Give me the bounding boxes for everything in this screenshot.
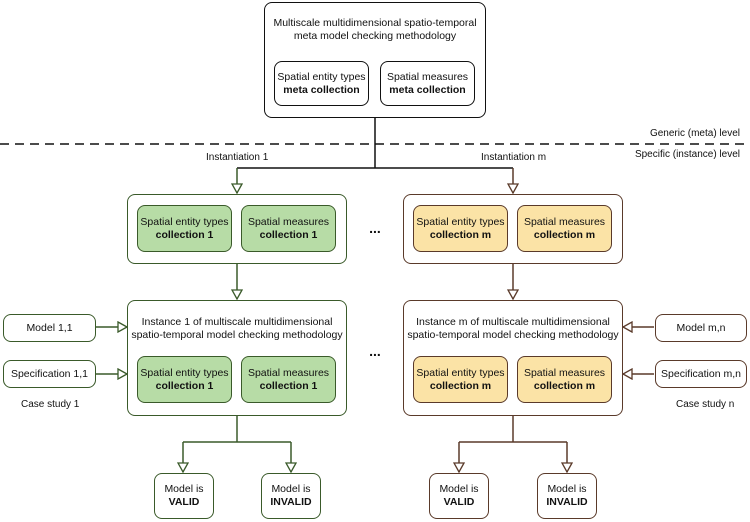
instance-1-box: Instance 1 of multiscale multidimensiona…	[127, 300, 347, 416]
instance-m-measures-box: Spatial measures collection m	[517, 356, 612, 403]
case-study-n-label: Case study n	[676, 399, 735, 410]
specification-1-1-label: Specification 1,1	[10, 368, 89, 380]
instance-m-entity-line1: Spatial entity types	[416, 367, 505, 379]
result-1-invalid-line1: Model is	[271, 483, 311, 495]
result-m-invalid-box: Model is INVALID	[537, 473, 597, 519]
meta-methodology-box: Multiscale multidimensional spatio-tempo…	[264, 2, 486, 118]
result-m-invalid-line2: INVALID	[546, 496, 588, 508]
ellipsis-middle: ...	[369, 343, 381, 359]
collection-m-measures-line2: collection m	[533, 229, 596, 241]
collection-1-measures-line1: Spatial measures	[247, 216, 330, 228]
meta-title-line1: Multiscale multidimensional spatio-tempo…	[273, 17, 477, 29]
meta-entity-line1: Spatial entity types	[277, 71, 366, 83]
instance-m-line2: spatio-temporal model checking methodolo…	[407, 329, 619, 341]
result-m-valid-line2: VALID	[443, 496, 475, 508]
collection-m-entity-line2: collection m	[429, 229, 492, 241]
result-m-valid-box: Model is VALID	[429, 473, 489, 519]
instantiation-m-label: Instantiation m	[481, 152, 547, 163]
meta-title-line2: meta model checking methodology	[293, 30, 457, 42]
specification-m-n-box: Specification m,n	[655, 360, 747, 388]
instance-1-entity-types-box: Spatial entity types collection 1	[137, 356, 232, 403]
meta-entity-types-box: Spatial entity types meta collection	[274, 61, 369, 106]
instance-1-line2: spatio-temporal model checking methodolo…	[131, 329, 343, 341]
instance-m-line1: Instance m of multiscale multidimensiona…	[416, 316, 610, 328]
collection-m-entity-types-box: Spatial entity types collection m	[413, 205, 508, 252]
collection-1-entity-line1: Spatial entity types	[140, 216, 229, 228]
result-1-invalid-box: Model is INVALID	[261, 473, 321, 519]
collection-m-box: Spatial entity types collection m Spatia…	[403, 194, 623, 264]
model-1-1-label: Model 1,1	[26, 322, 73, 334]
specification-1-1-box: Specification 1,1	[3, 360, 96, 388]
generic-level-label: Generic (meta) level	[649, 128, 740, 139]
result-m-invalid-line1: Model is	[547, 483, 587, 495]
result-1-valid-box: Model is VALID	[154, 473, 214, 519]
result-1-valid-line2: VALID	[168, 496, 200, 508]
collection-1-entity-types-box: Spatial entity types collection 1	[137, 205, 232, 252]
instance-1-entity-line2: collection 1	[155, 380, 214, 392]
instance-1-measures-line1: Spatial measures	[247, 367, 330, 379]
collection-1-measures-line2: collection 1	[259, 229, 318, 241]
instance-1-measures-line2: collection 1	[259, 380, 318, 392]
collection-m-measures-box: Spatial measures collection m	[517, 205, 612, 252]
result-1-valid-line1: Model is	[164, 483, 204, 495]
meta-measures-line2: meta collection	[389, 84, 466, 96]
specification-m-n-label: Specification m,n	[661, 368, 741, 380]
instance-1-line1: Instance 1 of multiscale multidimensiona…	[141, 316, 333, 328]
result-1-invalid-line2: INVALID	[270, 496, 312, 508]
collection-1-box: Spatial entity types collection 1 Spatia…	[127, 194, 347, 264]
instantiation-1-label: Instantiation 1	[206, 152, 269, 163]
instance-1-entity-line1: Spatial entity types	[140, 367, 229, 379]
instance-m-measures-line1: Spatial measures	[523, 367, 606, 379]
instance-1-measures-box: Spatial measures collection 1	[241, 356, 336, 403]
instance-m-entity-types-box: Spatial entity types collection m	[413, 356, 508, 403]
collection-1-measures-box: Spatial measures collection 1	[241, 205, 336, 252]
collection-1-entity-line2: collection 1	[155, 229, 214, 241]
instance-m-box: Instance m of multiscale multidimensiona…	[403, 300, 623, 416]
instance-m-measures-line2: collection m	[533, 380, 596, 392]
collection-m-measures-line1: Spatial measures	[523, 216, 606, 228]
meta-measures-box: Spatial measures meta collection	[380, 61, 475, 106]
result-m-valid-line1: Model is	[439, 483, 479, 495]
model-m-n-label: Model m,n	[676, 322, 726, 334]
model-m-n-box: Model m,n	[655, 314, 747, 342]
meta-measures-line1: Spatial measures	[386, 71, 469, 83]
instance-m-entity-line2: collection m	[429, 380, 492, 392]
case-study-1-label: Case study 1	[21, 399, 80, 410]
ellipsis-top: ...	[369, 220, 381, 236]
meta-entity-line2: meta collection	[283, 84, 360, 96]
model-1-1-box: Model 1,1	[3, 314, 96, 342]
specific-level-label: Specific (instance) level	[634, 149, 740, 160]
collection-m-entity-line1: Spatial entity types	[416, 216, 505, 228]
